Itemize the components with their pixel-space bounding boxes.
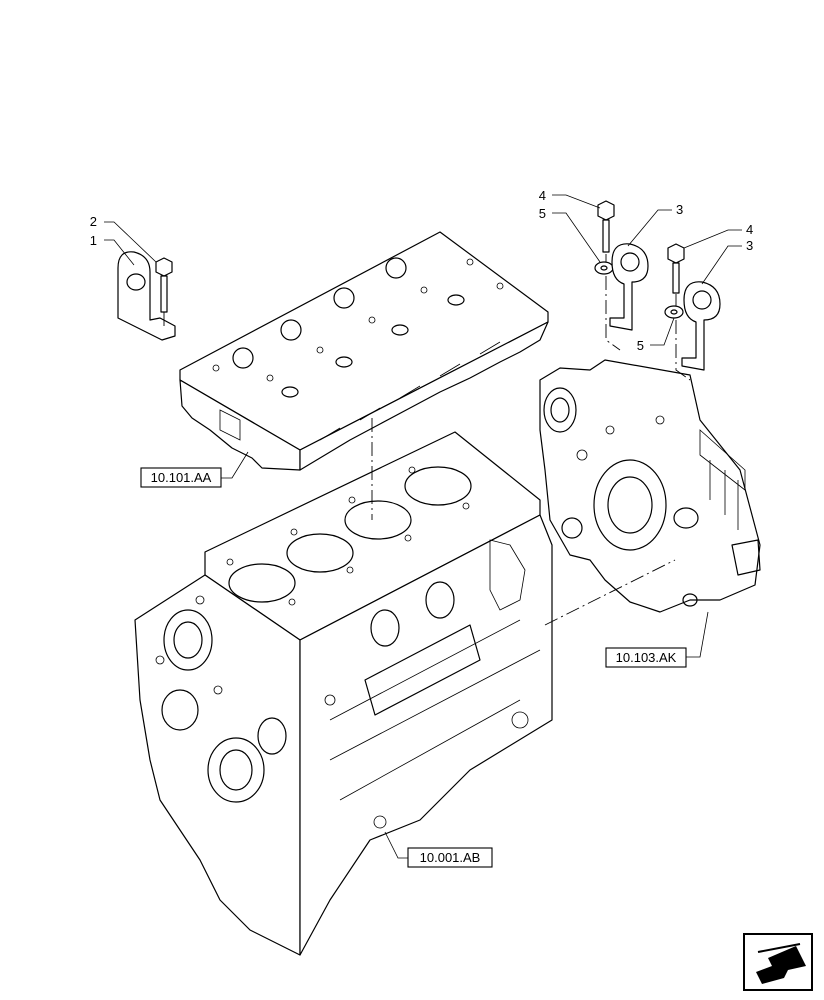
ref-cylinder-head[interactable]: 10.101.AA [140, 467, 222, 488]
callout-2: 2 [90, 214, 97, 229]
bolt-4b [667, 243, 685, 294]
arrow-page-icon[interactable] [743, 933, 813, 991]
flywheel-housing [539, 359, 761, 613]
bolt-2 [155, 257, 173, 313]
washer-5b [664, 305, 684, 319]
ref-cylinder-head-label: 10.101.AA [151, 470, 212, 485]
ref-flywheel-housing[interactable]: 10.103.AK [605, 647, 687, 668]
cylinder-head [179, 231, 549, 471]
callout-5b: 5 [637, 338, 644, 353]
eye-bracket-3a [609, 243, 649, 331]
assembly-center-lines [163, 254, 691, 626]
callout-3a: 3 [676, 202, 683, 217]
ref-engine-block-label: 10.001.AB [420, 850, 481, 865]
leader-lines [104, 194, 742, 859]
ref-flywheel-housing-label: 10.103.AK [616, 650, 677, 665]
bolt-4a [597, 200, 615, 253]
washer-5a [594, 261, 614, 275]
callout-4b: 4 [746, 222, 753, 237]
callout-3b: 3 [746, 238, 753, 253]
eye-bracket-3b [681, 281, 721, 371]
lifting-bracket-1 [117, 251, 176, 341]
callout-numbers: 1 2 4 5 3 4 3 5 [90, 188, 753, 353]
engine-block [134, 431, 553, 956]
callout-5a: 5 [539, 206, 546, 221]
callout-1: 1 [90, 233, 97, 248]
callout-4a: 4 [539, 188, 546, 203]
ref-engine-block[interactable]: 10.001.AB [407, 847, 493, 868]
